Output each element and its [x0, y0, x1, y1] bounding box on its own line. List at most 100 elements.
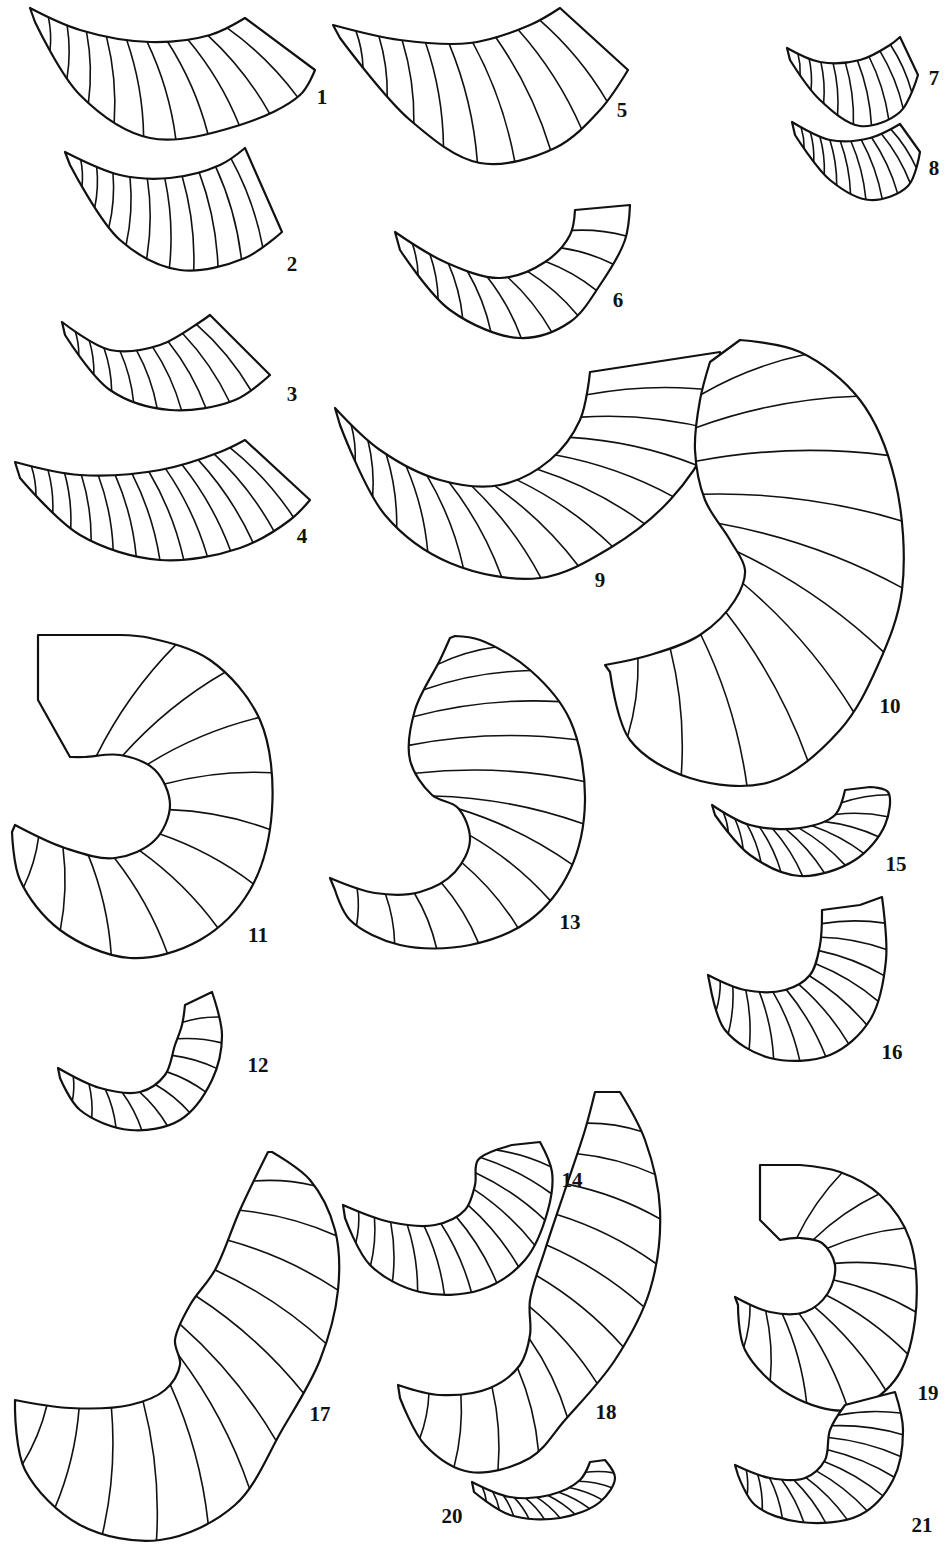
- septum-line: [508, 277, 552, 332]
- septum-line: [872, 138, 898, 194]
- septum-line: [759, 992, 773, 1059]
- septum-line: [628, 658, 638, 736]
- shell-outline: [58, 992, 222, 1130]
- figure-number: 20: [442, 1506, 463, 1527]
- septum-line: [572, 230, 626, 236]
- septum-line: [48, 17, 50, 51]
- septum-line: [72, 1076, 74, 1101]
- figure-number: 9: [595, 570, 606, 591]
- septum-line: [147, 179, 151, 259]
- fossil-section: [30, 8, 315, 140]
- fossil-section: [15, 1152, 339, 1541]
- septum-line: [449, 482, 502, 577]
- figure-number: 8: [929, 158, 940, 179]
- fossil-section: [735, 1392, 903, 1523]
- septum-line: [426, 43, 444, 147]
- shell-outline: [735, 1165, 917, 1411]
- septum-line: [424, 671, 531, 690]
- fossil-section: [330, 636, 585, 949]
- fossil-section: [335, 352, 722, 579]
- septum-line: [356, 31, 363, 68]
- septum-line: [845, 63, 853, 125]
- septum-line: [31, 466, 36, 496]
- septum-line: [540, 20, 607, 101]
- figure-number: 18: [596, 1402, 617, 1423]
- fossil-section: [333, 8, 628, 164]
- septum-line: [881, 134, 910, 183]
- fossil-section: [395, 205, 630, 338]
- septum-line: [581, 416, 713, 430]
- septum-line: [467, 271, 490, 331]
- septum-line: [168, 42, 208, 134]
- septum-line: [825, 822, 879, 837]
- septum-line: [472, 486, 541, 578]
- septum-line: [737, 552, 883, 652]
- shell-outline: [330, 636, 585, 949]
- fossil-section: [65, 148, 282, 271]
- septum-line: [851, 141, 866, 199]
- septum-line: [577, 1154, 655, 1175]
- septum-line: [536, 1275, 623, 1346]
- fossil-section: [398, 1092, 660, 1473]
- septum-line: [537, 469, 644, 524]
- septum-line: [696, 396, 857, 427]
- septum-line: [809, 976, 866, 1025]
- septum-line: [214, 454, 274, 531]
- septum-line: [182, 176, 194, 270]
- septum-line: [517, 480, 613, 547]
- septum-line: [822, 921, 885, 924]
- shell-outline: [65, 148, 282, 271]
- septum-line: [414, 893, 436, 948]
- septum-line: [104, 348, 112, 391]
- septum-line: [153, 347, 182, 410]
- septum-line: [379, 36, 387, 97]
- septum-line: [869, 57, 889, 120]
- septum-line: [132, 474, 160, 560]
- septum-line: [143, 1401, 157, 1540]
- septum-line: [834, 1280, 916, 1312]
- septum-line: [227, 28, 298, 97]
- septum-line: [546, 262, 597, 291]
- fossil-section: [708, 897, 886, 1061]
- septum-line: [81, 160, 83, 187]
- septum-line: [89, 1084, 92, 1118]
- septum-line: [462, 863, 518, 928]
- septum-line: [814, 1194, 880, 1239]
- septum-line: [356, 1211, 359, 1242]
- septum-line: [24, 837, 39, 887]
- septum-line: [65, 473, 71, 529]
- septum-line: [799, 984, 849, 1044]
- fossil-section: [12, 635, 273, 958]
- septum-line: [391, 1222, 394, 1281]
- septum-line: [728, 986, 733, 1033]
- septum-line: [701, 355, 805, 395]
- septum-line: [96, 645, 176, 756]
- septum-line: [166, 469, 208, 557]
- septum-line: [838, 1412, 901, 1416]
- septum-line: [412, 243, 418, 275]
- septum-line: [820, 137, 824, 175]
- septum-line: [696, 450, 888, 461]
- figure-number: 12: [248, 1055, 269, 1076]
- septum-line: [98, 476, 113, 551]
- septum-line: [420, 1393, 429, 1438]
- septum-line: [810, 132, 813, 162]
- septum-line: [402, 40, 414, 123]
- septum-line: [415, 770, 584, 781]
- figure-number: 6: [613, 290, 624, 311]
- septum-line: [773, 829, 803, 876]
- septum-line: [81, 475, 91, 541]
- septum-line: [137, 350, 158, 408]
- septum-line: [123, 672, 225, 755]
- septum-line: [835, 1262, 916, 1269]
- septum-line: [830, 140, 837, 185]
- septum-line: [559, 1492, 590, 1508]
- septum-line: [424, 1226, 444, 1295]
- septum-line: [216, 167, 242, 260]
- septum-line: [231, 159, 263, 248]
- septum-line: [427, 476, 463, 568]
- septum-line: [470, 835, 550, 900]
- septum-line: [557, 1215, 657, 1264]
- septum-line: [799, 828, 845, 865]
